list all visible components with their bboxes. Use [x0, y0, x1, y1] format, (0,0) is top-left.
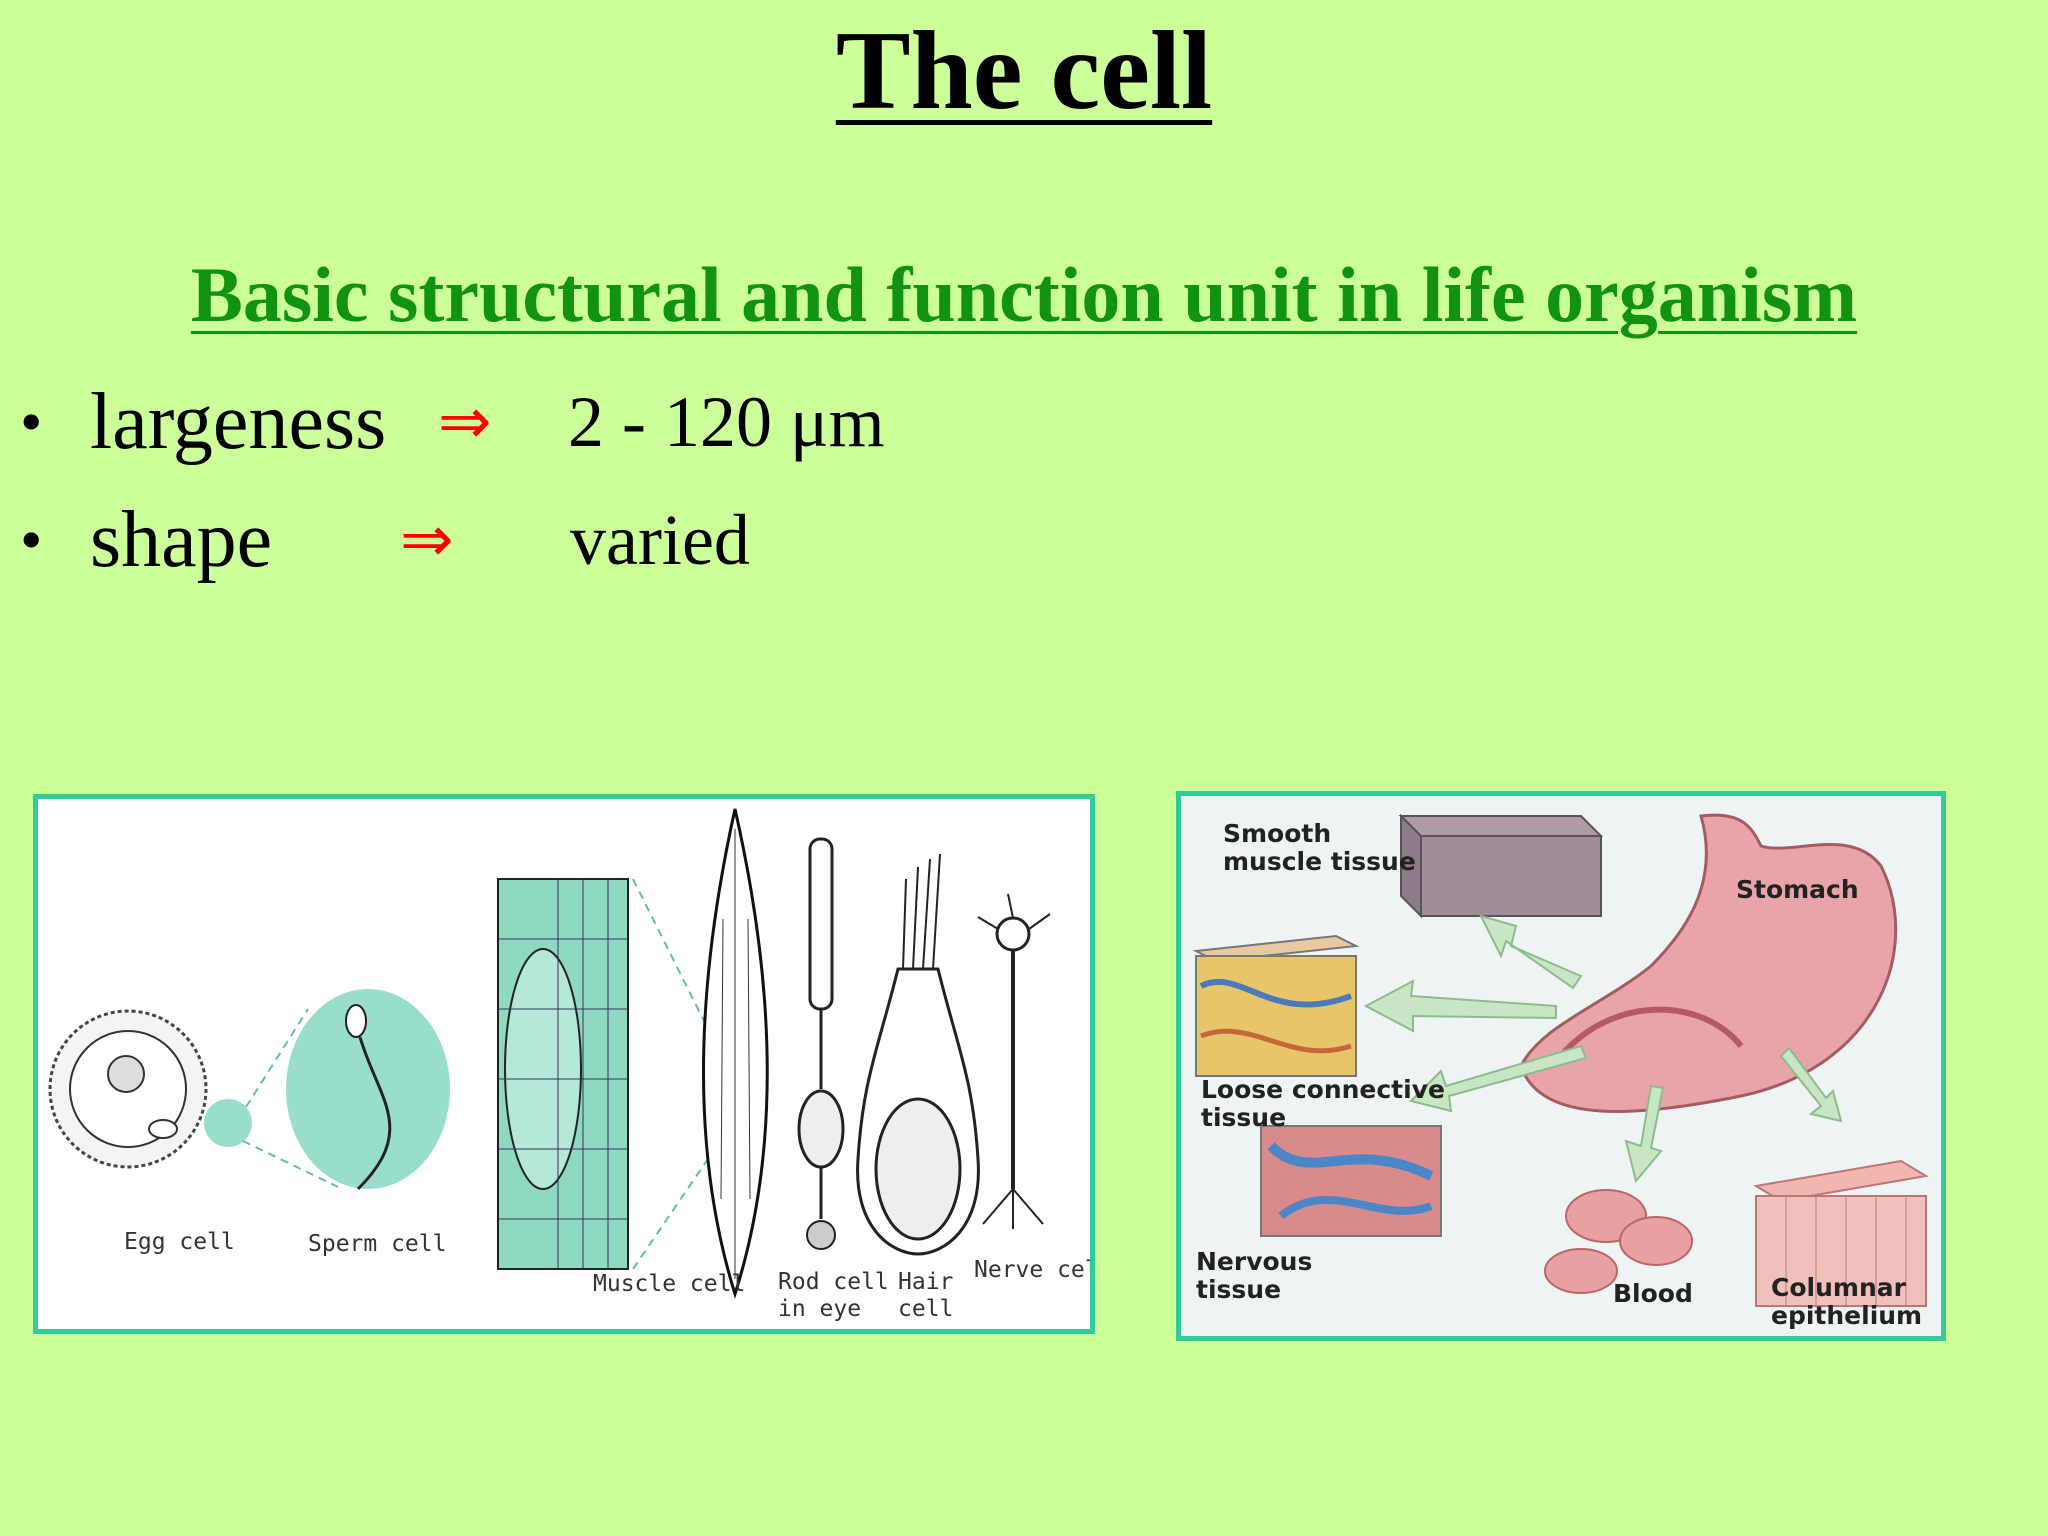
implies-arrow-icon: ⇒ [400, 503, 454, 577]
egg-cell-drawing [48, 1008, 339, 1188]
blood-cells-drawing [1544, 1189, 1693, 1294]
bullet-dot: • [20, 386, 43, 457]
smooth-muscle-label: Smooth muscle tissue [1223, 819, 1416, 876]
bullet-value: varied [570, 500, 750, 580]
loose-connective-label: Loose connective tissue [1201, 1075, 1445, 1132]
sperm-cell-label: Sperm cell [308, 1231, 447, 1257]
sperm-cell-drawing [286, 989, 450, 1191]
cell-types-illustration [48, 808, 1051, 1300]
nerve-cell-label: Nerve cell [974, 1257, 1090, 1283]
spindle-muscle-cell-drawing [702, 808, 769, 1300]
bullet-value: 2 - 120 μm [568, 382, 885, 462]
columnar-epithelium-block [1753, 1159, 1929, 1307]
slide-subtitle: Basic structural and function unit in li… [190, 251, 1858, 338]
blood-label: Blood [1613, 1279, 1693, 1308]
nerve-cell-drawing [977, 893, 1051, 1229]
bullet-dot: • [20, 504, 43, 575]
stomach-drawing [1519, 813, 1898, 1113]
egg-cell-label: Egg cell [124, 1229, 235, 1255]
hair-cell-label: Hair cell [898, 1269, 954, 1322]
nervous-tissue-label: Nervous tissue [1196, 1247, 1313, 1304]
implies-arrow-icon: ⇒ [438, 385, 492, 459]
muscle-cell-label: Muscle cell [593, 1271, 746, 1297]
rod-cell-label: Rod cell in eye [778, 1269, 889, 1322]
columnar-epithelium-label: Columnar epithelium [1771, 1273, 1923, 1330]
tissue-types-illustration [1192, 813, 1929, 1307]
tissue-types-figure: Smooth muscle tissue Stomach Loose conne… [1176, 791, 1946, 1341]
rod-cell-drawing [797, 837, 845, 1250]
muscle-block-drawing [497, 878, 709, 1270]
loose-connective-block [1192, 934, 1360, 1077]
nervous-tissue-block [1260, 1125, 1442, 1237]
smooth-muscle-block [1398, 813, 1604, 919]
bullet-shape: • shape ⇒ varied [0, 490, 1100, 590]
stomach-label: Stomach [1736, 875, 1859, 904]
tissue-pointer-arrows [1363, 914, 1843, 1184]
bullet-term: largeness [90, 378, 387, 466]
hair-cell-drawing [856, 853, 980, 1256]
bullet-term: shape [90, 496, 273, 584]
cell-types-figure: Egg cell Sperm cell Muscle cell Rod cell… [33, 794, 1095, 1334]
bullet-largeness: • largeness ⇒ 2 - 120 μm [0, 372, 1100, 472]
slide-title: The cell [835, 9, 1213, 133]
